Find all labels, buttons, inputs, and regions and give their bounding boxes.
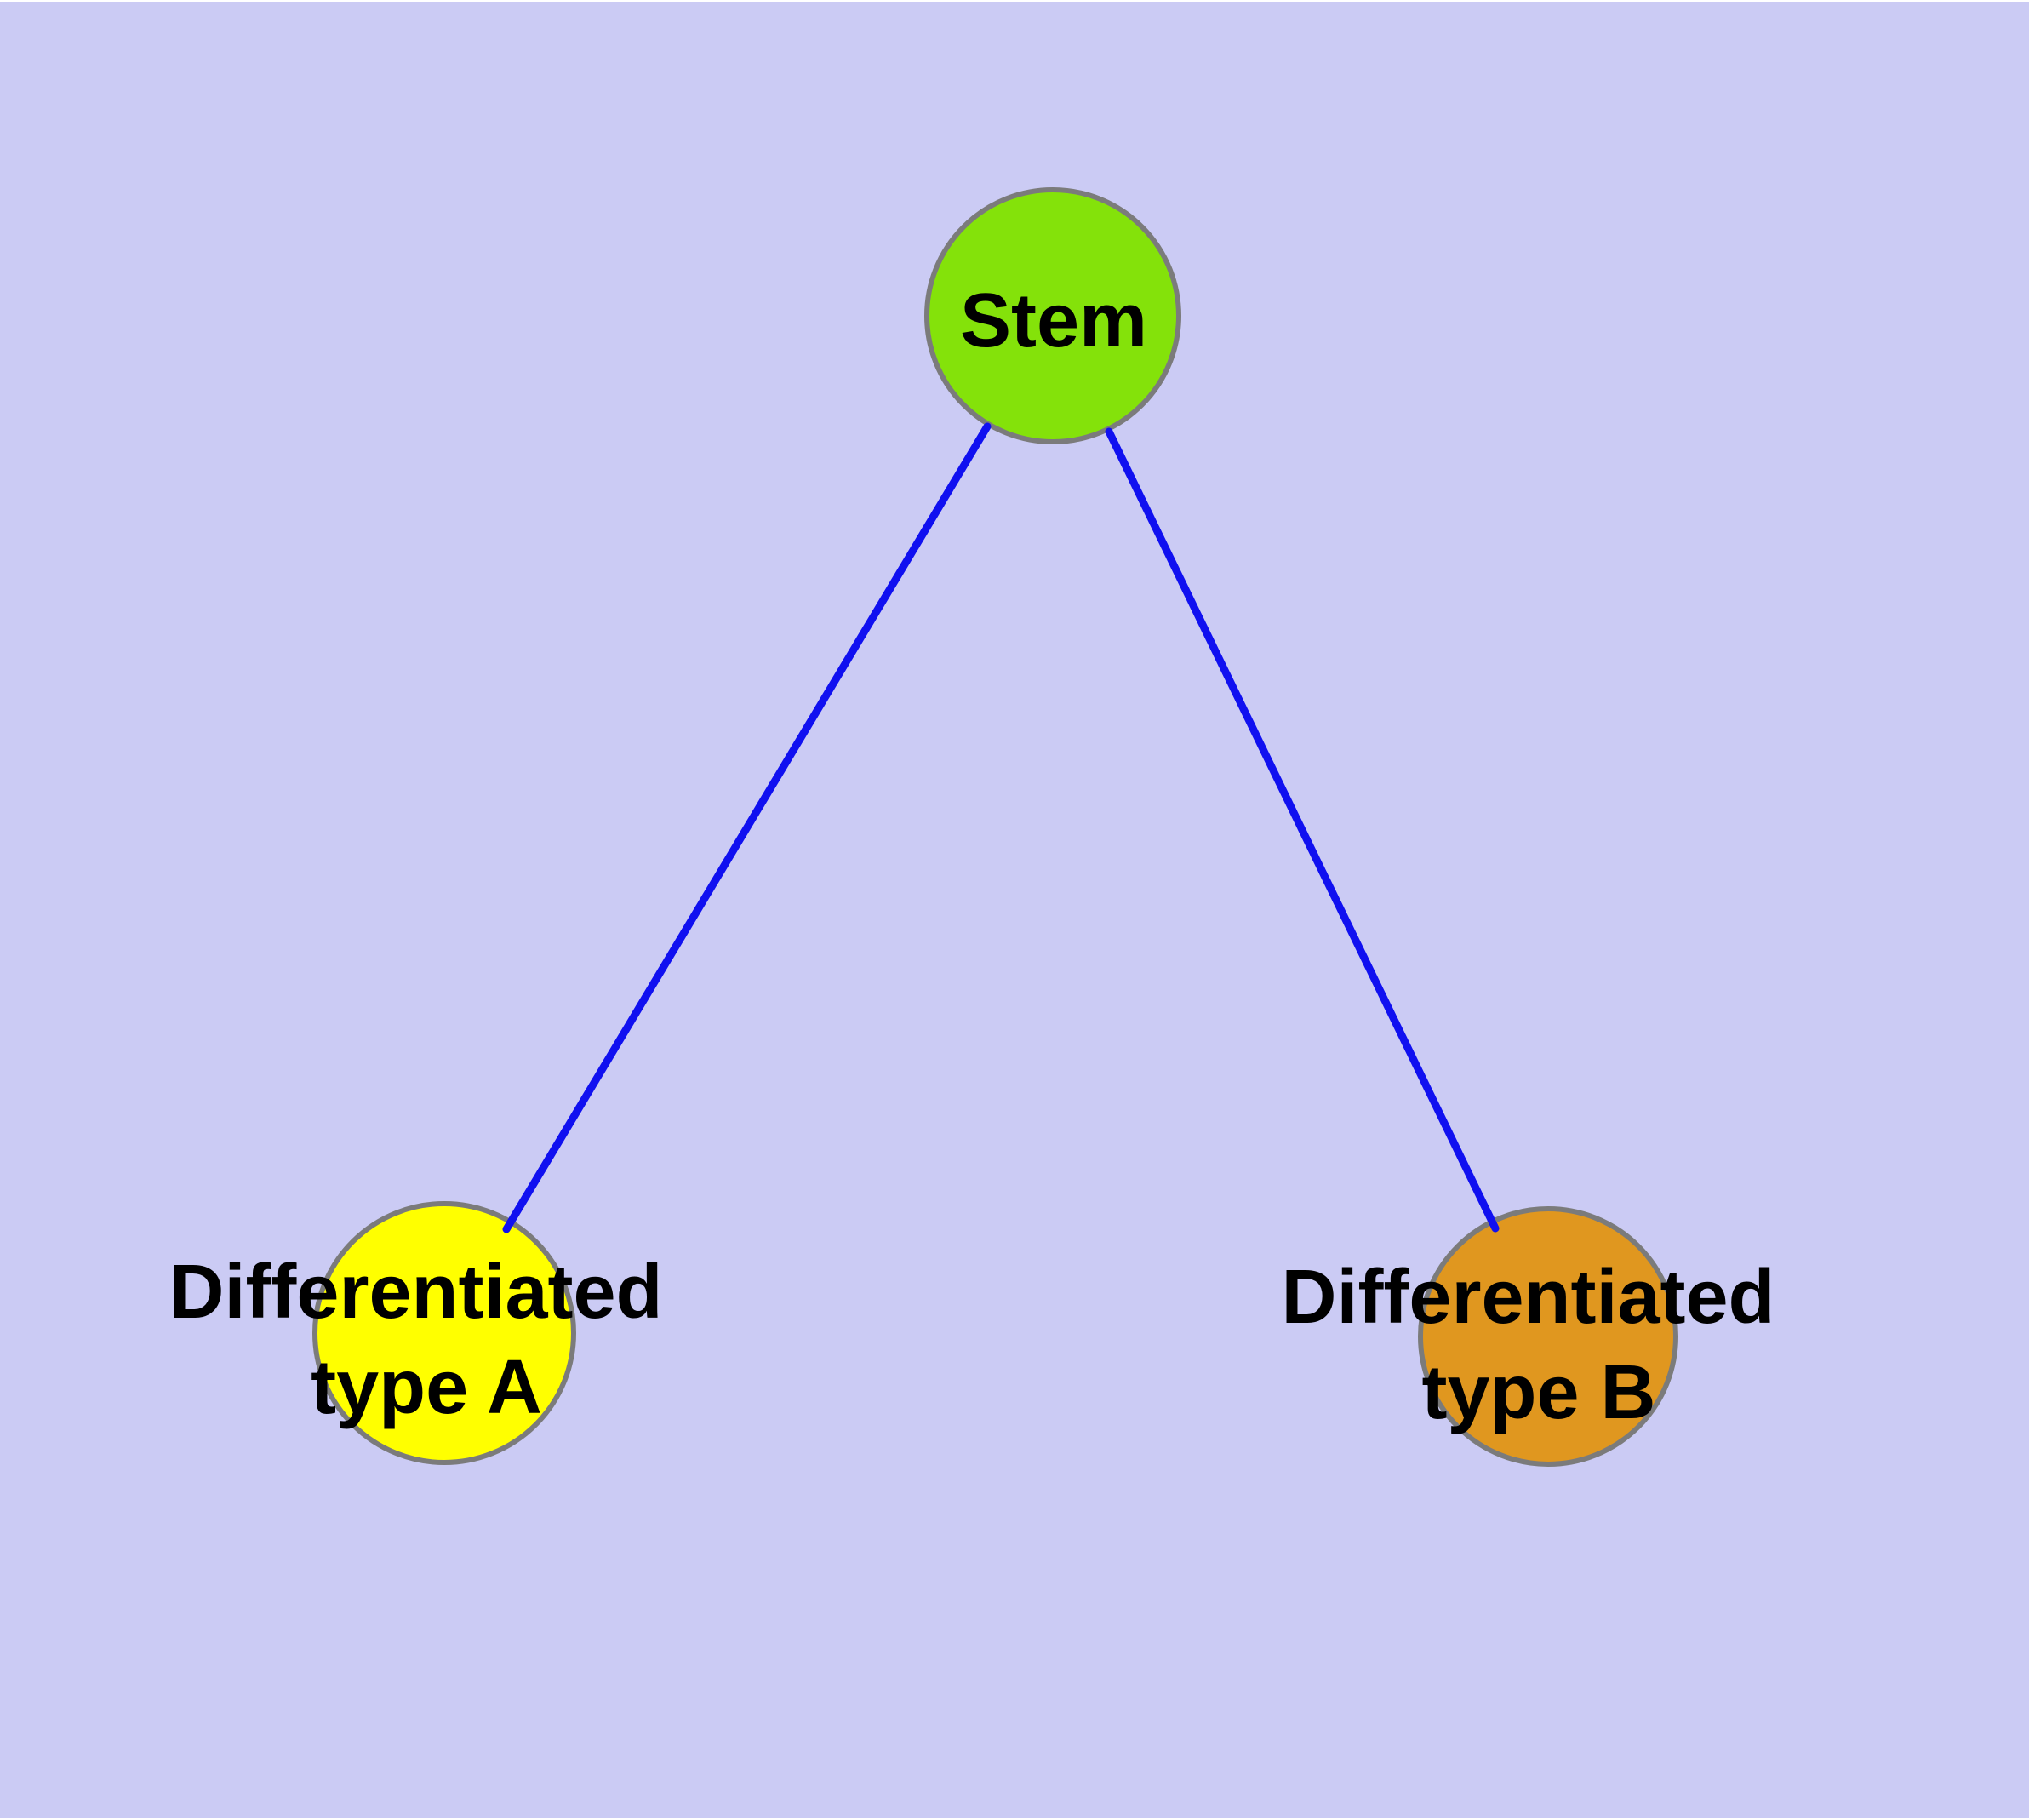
node-label-type-a-line1: Differentiated bbox=[169, 1250, 662, 1335]
node-stem bbox=[924, 187, 1181, 444]
node-label-stem: Stem bbox=[960, 278, 1147, 363]
node-label-type-a: Differentiated type A bbox=[169, 1250, 683, 1430]
node-differentiated-type-b bbox=[1418, 1206, 1678, 1467]
edge-stem-to-type-b bbox=[1105, 427, 1500, 1233]
edge-stem-to-type-a bbox=[502, 422, 992, 1233]
node-label-type-b-line1: Differentiated bbox=[1281, 1255, 1775, 1340]
node-label-type-b: Differentiated type B bbox=[1281, 1255, 1796, 1435]
node-label-type-b-line2: type B bbox=[1421, 1350, 1655, 1435]
node-differentiated-type-a bbox=[312, 1201, 576, 1465]
node-label-type-a-line2: type A bbox=[311, 1345, 542, 1430]
